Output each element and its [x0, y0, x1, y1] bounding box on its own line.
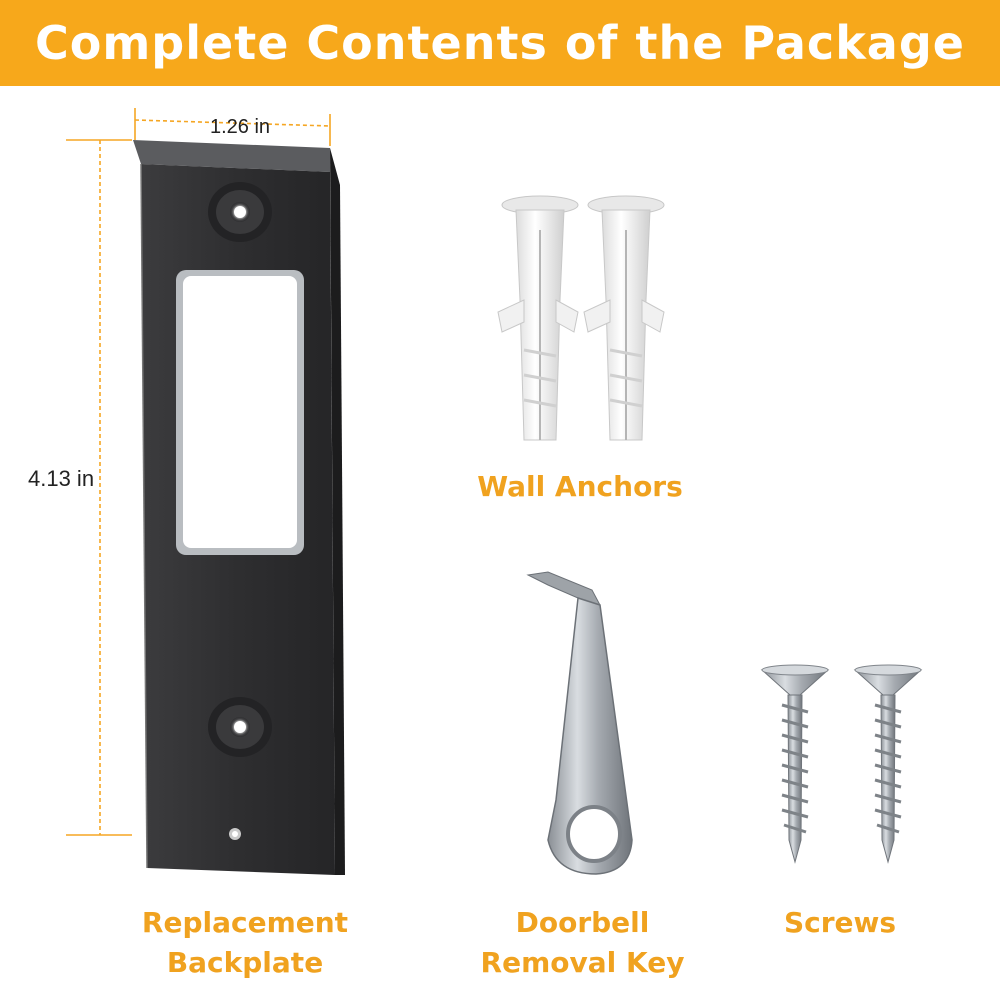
- dimension-lines: [66, 108, 331, 836]
- width-dimension-label: 1.26 in: [209, 116, 271, 138]
- backplate-image: [133, 140, 345, 875]
- removal-key-label-line1: Doorbell: [515, 906, 650, 939]
- height-dimension-label: 4.13 in: [28, 466, 95, 491]
- removal-key-label: Doorbell Removal Key: [450, 903, 715, 983]
- removal-key-image: [526, 571, 633, 875]
- wall-anchors-image: [497, 195, 665, 441]
- screws-image: [760, 664, 923, 864]
- header-banner: [0, 0, 1000, 86]
- wall-anchors-label: Wall Anchors: [477, 470, 683, 503]
- backplate-label-line1: Replacement: [141, 906, 349, 939]
- backplate-label: Replacement Backplate: [120, 903, 370, 983]
- backplate-label-line2: Backplate: [166, 946, 324, 979]
- removal-key-label-line2: Removal Key: [480, 946, 685, 979]
- screws-label: Screws: [783, 906, 897, 939]
- page-title: Complete Contents of the Package: [35, 16, 965, 70]
